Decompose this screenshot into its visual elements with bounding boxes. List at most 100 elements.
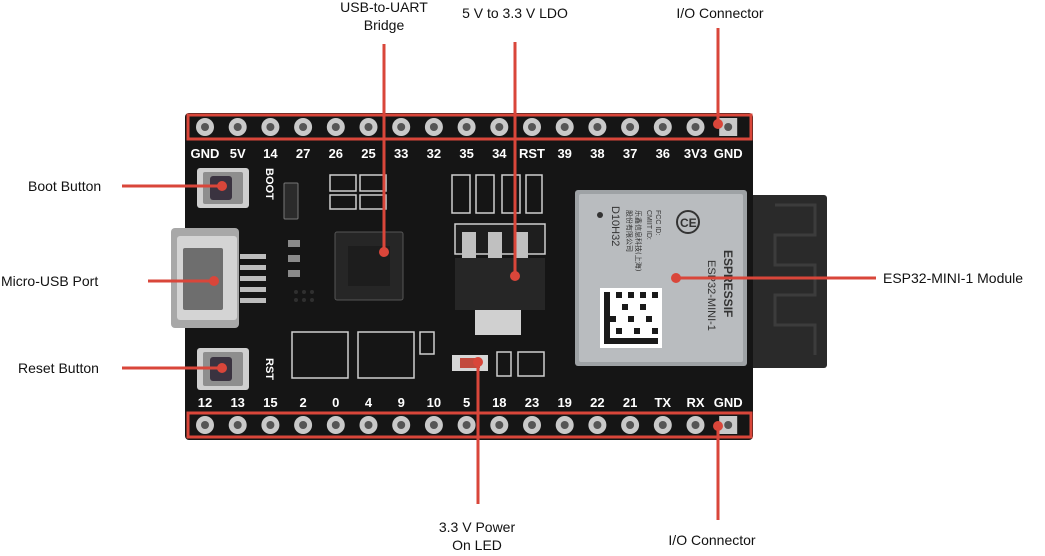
pin-pad: [228, 416, 247, 434]
pin-pad: [392, 416, 411, 434]
pin-label: 5V: [230, 146, 246, 161]
pin-label: GND: [191, 146, 220, 161]
pin-pad: [523, 118, 541, 136]
pin-label: 34: [492, 146, 507, 161]
pin-label: 9: [398, 395, 405, 410]
callout-reset-button: Reset Button: [18, 360, 99, 376]
pin-label: 36: [656, 146, 670, 161]
pin-pad: [719, 416, 738, 434]
pin-pad: [653, 118, 672, 136]
pin-label: 37: [623, 146, 637, 161]
module-datamatrix: [604, 292, 658, 344]
pin-label: 15: [263, 395, 277, 410]
callout-usb-uart-line1: USB-to-UART: [340, 0, 428, 15]
ldo-regulator: [451, 174, 546, 335]
callout-dots: [209, 119, 723, 431]
pin-label: RST: [519, 146, 545, 161]
module-maker-line2: 股份有限公司: [625, 210, 634, 252]
pin-label: 10: [427, 395, 441, 410]
pin-pad: [588, 118, 607, 136]
pin-pad: [392, 118, 411, 136]
pin-pad: [555, 416, 574, 434]
top-pin-header: [186, 113, 753, 141]
callout-power-led-line2: On LED: [452, 537, 502, 553]
pin-label: 32: [427, 146, 441, 161]
pin-label: 0: [332, 395, 339, 410]
pin-header-outline: [186, 411, 753, 439]
rst-silk-label: RST: [263, 358, 275, 380]
pin-label: 12: [198, 395, 212, 410]
pin-pad: [686, 118, 705, 136]
pin-pad: [686, 416, 705, 434]
pin-pad: [359, 416, 378, 434]
module-maker-line1: 乐鑫信息科技(上海): [634, 210, 643, 272]
pin-pad: [196, 416, 214, 434]
callout-boot-button: Boot Button: [28, 178, 102, 194]
callout-esp32-module: ESP32-MINI-1 Module: [883, 270, 1024, 286]
pin-label: 23: [525, 395, 539, 410]
antenna-trace: [773, 203, 817, 355]
pin-label: 19: [557, 395, 571, 410]
pin-label: 14: [263, 146, 278, 161]
pin-pad: [326, 118, 345, 136]
pin-pad: [457, 416, 476, 434]
pin-label: 22: [590, 395, 604, 410]
pin-pad: [588, 416, 607, 434]
pin-pad: [424, 118, 443, 136]
pin-pad: [621, 118, 640, 136]
pin-label: 25: [361, 146, 375, 161]
callout-lines: [122, 28, 876, 520]
module-code: D10H32: [609, 206, 621, 246]
pin-pad: [621, 416, 640, 434]
pin-label: 18: [492, 395, 506, 410]
smd-components: [283, 174, 387, 277]
pin-label: TX: [654, 395, 671, 410]
pcb-vias: [294, 290, 314, 302]
module-model: ESP32-MINI-1: [705, 260, 717, 331]
module-ce-mark: CE: [680, 216, 697, 230]
callout-usb-uart-bridge: USB-to-UART Bridge: [314, 0, 454, 34]
pin-label: 5: [463, 395, 470, 410]
pin-label: 4: [365, 395, 373, 410]
bottom-pin-header: [186, 411, 753, 439]
pin-label: GND: [714, 146, 743, 161]
pin-label: 2: [299, 395, 306, 410]
pin-label: 26: [329, 146, 343, 161]
callout-io-connector-top: I/O Connector: [676, 5, 764, 21]
callout-io-connector-bottom: I/O Connector: [668, 532, 756, 548]
esp32-mini-module: CE FCC ID: CMIIT ID: 乐鑫信息科技(上海) 股份有限公司 D…: [575, 190, 747, 366]
callout-power-led-line1: 3.3 V Power: [438, 519, 516, 535]
pin-pad: [294, 118, 313, 136]
pin-label: RX: [686, 395, 704, 410]
pin-label: 38: [590, 146, 604, 161]
pin-pad: [523, 416, 541, 434]
pin-pad: [228, 118, 247, 136]
lower-components: [291, 331, 545, 379]
pin-label: 27: [296, 146, 310, 161]
callout-power-led: 3.3 V Power On LED: [412, 518, 542, 554]
pin-pad: [490, 416, 509, 434]
module-fcc: FCC ID:: [654, 210, 661, 235]
pin-pad: [719, 118, 738, 136]
pin-label: 13: [230, 395, 244, 410]
pin-pad: [424, 416, 443, 434]
callout-micro-usb-port: Micro-USB Port: [1, 273, 99, 289]
callout-usb-uart-line2: Bridge: [363, 17, 405, 33]
pin-pad: [457, 118, 476, 136]
pin-pad: [653, 416, 672, 434]
pin-pad: [359, 118, 378, 136]
boot-silk-label: BOOT: [263, 168, 275, 200]
module-cmiit: CMIIT ID:: [645, 210, 652, 240]
pin-header-outline: [186, 113, 753, 141]
pin-label: 3V3: [684, 146, 707, 161]
pin-pad: [261, 118, 280, 136]
pin-label: GND: [714, 395, 743, 410]
callout-ldo: 5 V to 3.3 V LDO: [462, 5, 568, 21]
micro-usb-port[interactable]: [171, 228, 266, 328]
pin-pad: [294, 416, 313, 434]
usb-uart-bridge-chip: [334, 231, 404, 301]
pin-pad: [490, 118, 509, 136]
